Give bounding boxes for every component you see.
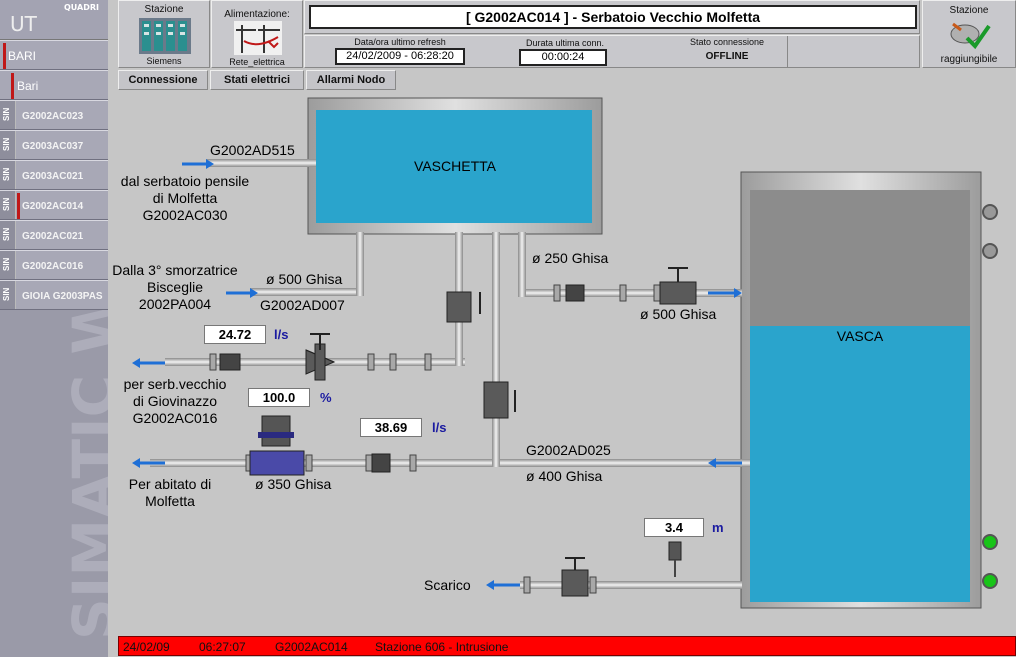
sin-tag: SIN: [2, 227, 11, 241]
sidebar-item-label: Bari: [17, 79, 39, 93]
stazione-title: Stazione: [144, 4, 184, 15]
valve-pct-value: 100.0: [248, 388, 310, 407]
sidebar-item-g2002ac023[interactable]: SIN G2002AC023: [0, 100, 108, 130]
level-led-2: [982, 243, 998, 259]
label-d250-ghisa: ø 250 Ghisa: [532, 250, 609, 266]
rack-icon: [139, 18, 191, 54]
alimentazione-title: Alimentazione:: [224, 9, 290, 20]
level-led-4: [982, 573, 998, 589]
stazione-caption: Siemens: [146, 56, 182, 66]
sidebar-item-g2002ac014[interactable]: SIN G2002AC014: [0, 190, 108, 220]
sin-tag: SIN: [2, 107, 11, 121]
sidebar-item-label: GIOIA G2003PAS: [22, 291, 103, 302]
tab-stati-elettrici[interactable]: Stati elettrici: [210, 70, 304, 90]
alarm-station: G2002AC014: [275, 640, 348, 654]
alarm-message: Stazione 606 - Intrusione: [375, 640, 509, 654]
sin-tag: SIN: [2, 197, 11, 211]
refresh-label: Data/ora ultimo refresh: [354, 37, 446, 47]
quadri-label: QUADRI: [64, 3, 100, 12]
sidebar-item-g2002ac016[interactable]: SIN G2002AC016: [0, 250, 108, 280]
flow1-unit: l/s: [274, 327, 289, 342]
vaschetta-water: [316, 110, 592, 223]
label-dalla-smorzatrice: Dalla 3° smorzatrice: [112, 262, 238, 278]
sidebar-item-bari[interactable]: Bari: [0, 70, 108, 100]
alarm-time: 06:27:07: [199, 640, 246, 654]
stato-value: OFFLINE: [705, 51, 749, 62]
alarm-date: 24/02/09: [123, 640, 170, 654]
label-d350-ghisa: ø 350 Ghisa: [255, 476, 332, 492]
status-panel: Data/ora ultimo refresh 24/02/2009 - 06:…: [304, 35, 920, 68]
sidebar-item-label: G2003AC021: [22, 171, 84, 182]
sidebar: SIMATIC WinCC UT QUADRI BARI Bari SIN G2…: [0, 0, 108, 657]
tab-allarmi-nodo[interactable]: Allarmi Nodo: [306, 70, 396, 90]
tab-connessione[interactable]: Connessione: [118, 70, 208, 90]
valve-pct-unit: %: [320, 390, 332, 405]
station-title-field: [ G2002AC014 ] - Serbatoio Vecchio Molfe…: [309, 5, 917, 29]
durata-value: 00:00:24: [519, 49, 607, 66]
label-scarico: Scarico: [424, 577, 471, 593]
sidebar-item-gioia[interactable]: SIN GIOIA G2003PAS: [0, 280, 108, 310]
sin-tag: SIN: [2, 287, 11, 301]
sidebar-item-label: G2003AC037: [22, 141, 84, 152]
label-g2002ac030: G2002AC030: [142, 207, 228, 223]
flow2-unit: l/s: [432, 420, 447, 435]
vasca-label: VASCA: [836, 328, 884, 344]
stazione2-caption: raggiungibile: [940, 54, 998, 65]
label-pa004: 2002PA004: [138, 296, 212, 312]
power-line-icon: [234, 21, 282, 55]
sidebar-item-g2003ac021[interactable]: SIN G2003AC021: [0, 160, 108, 190]
label-d500-ghisa-a: ø 500 Ghisa: [266, 271, 343, 287]
label-g2002ad007: G2002AD007: [260, 297, 345, 313]
refresh-value: 24/02/2009 - 06:28:20: [335, 48, 465, 65]
alimentazione-panel[interactable]: Alimentazione: Rete_elettrica: [211, 0, 303, 68]
satellite-check-icon: [950, 22, 991, 50]
sidebar-item-label: BARI: [8, 49, 37, 63]
sidebar-header: UT QUADRI: [0, 0, 108, 40]
label-g2002ad025: G2002AD025: [526, 442, 611, 458]
level-led-1: [982, 204, 998, 220]
label-g2002ac016: G2002AC016: [132, 410, 218, 426]
label-per-abitato: Per abitato di: [128, 476, 212, 492]
stazione-raggiungibile-panel[interactable]: Stazione raggiungibile: [922, 0, 1016, 68]
level-value: 3.4: [644, 518, 704, 537]
stato-label: Stato connessione: [689, 37, 765, 47]
sidebar-item-label: G2002AC014: [22, 201, 84, 212]
flow1-value: 24.72: [204, 325, 266, 344]
alarm-bar[interactable]: 24/02/09 06:27:07 G2002AC014 Stazione 60…: [118, 636, 1016, 656]
stazione-panel[interactable]: Stazione Siemens: [118, 0, 210, 68]
label-molfetta: Molfetta: [145, 493, 195, 509]
sidebar-item-bari-region[interactable]: BARI: [0, 40, 108, 70]
label-g2002ad515: G2002AD515: [210, 142, 295, 158]
sin-tag: SIN: [2, 257, 11, 271]
flow2-value: 38.69: [360, 418, 422, 437]
level-unit: m: [712, 520, 724, 535]
sidebar-item-g2002ac021[interactable]: SIN G2002AC021: [0, 220, 108, 250]
vasca-water: [750, 326, 970, 602]
ut-label: UT: [10, 12, 37, 36]
sidebar-item-g2003ac037[interactable]: SIN G2003AC037: [0, 130, 108, 160]
label-from-pensile: dal serbatoio pensile: [120, 173, 250, 189]
sidebar-item-label: G2002AC016: [22, 261, 84, 272]
sidebar-item-label: G2002AC021: [22, 231, 84, 242]
stazione2-title: Stazione: [949, 5, 989, 16]
label-d400-ghisa: ø 400 Ghisa: [526, 468, 603, 484]
alimentazione-caption: Rete_elettrica: [229, 57, 285, 67]
label-di-molfetta: di Molfetta: [152, 190, 218, 206]
process-diagram: VASCHETTA VASCA G2002AD515 dal serbatoio…: [110, 92, 1016, 630]
sin-tag: SIN: [2, 167, 11, 181]
sidebar-item-label: G2002AC023: [22, 111, 84, 122]
label-di-giovinazzo: di Giovinazzo: [132, 393, 218, 409]
sin-tag: SIN: [2, 137, 11, 151]
title-panel: [ G2002AC014 ] - Serbatoio Vecchio Molfe…: [304, 0, 920, 34]
vaschetta-label: VASCHETTA: [414, 158, 496, 174]
level-led-3: [982, 534, 998, 550]
label-per-serb: per serb.vecchio: [123, 376, 227, 392]
durata-label: Durata ultima conn.: [525, 38, 605, 48]
label-d500-ghisa-b: ø 500 Ghisa: [640, 306, 717, 322]
label-bisceglie: Bisceglie: [146, 279, 204, 295]
piping-drawing: [132, 97, 982, 609]
